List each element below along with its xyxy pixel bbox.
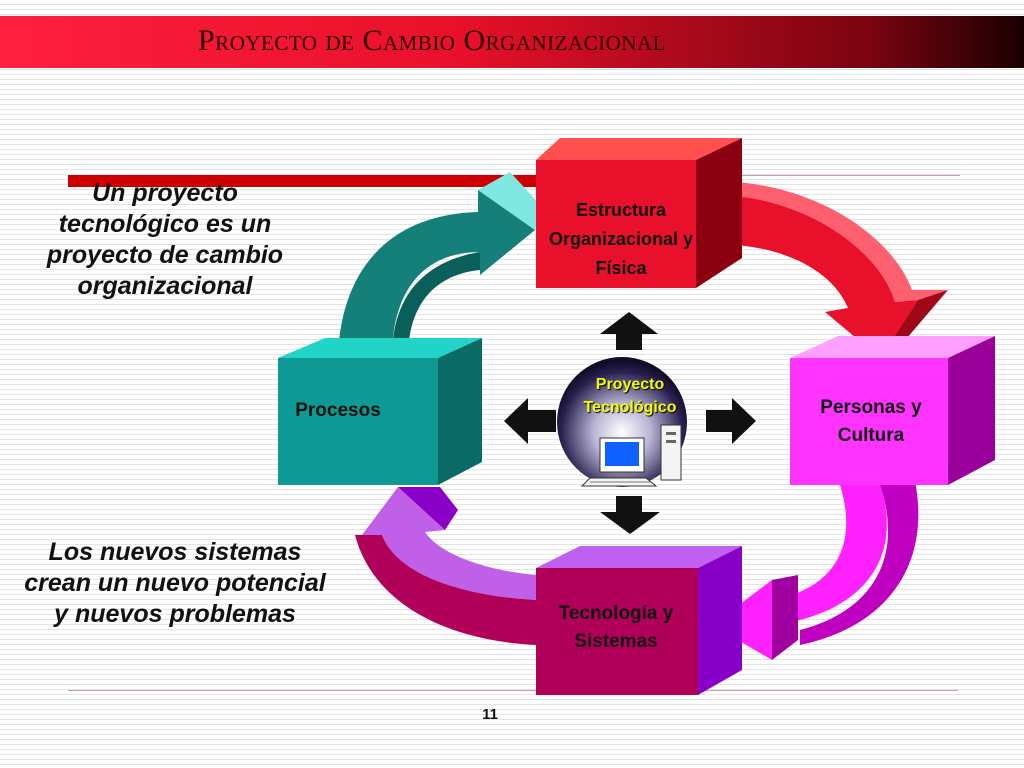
arrow-down-icon — [600, 496, 660, 534]
label-tecnologia: Tecnología y Sistemas — [558, 603, 674, 652]
label-estructura: Estructura Organizacional y Física — [548, 200, 694, 278]
thin-rule-top — [540, 175, 960, 176]
computer-icon — [580, 424, 682, 487]
left-text-bottom: Los nuevos sistemas crean un nuevo poten… — [24, 538, 326, 628]
title-bar — [0, 16, 1024, 68]
red-rule — [68, 175, 538, 187]
page-number: 11 — [482, 706, 498, 723]
slide-title: Proyecto de Cambio Organizacional — [198, 24, 666, 57]
arrow-up-icon — [600, 312, 658, 350]
left-text-top: Un proyecto tecnológico es un proyecto d… — [46, 179, 284, 300]
arrow-procesos-to-estructura — [338, 172, 545, 358]
arrow-tecnologia-to-procesos — [355, 487, 536, 645]
label-procesos: Procesos — [295, 400, 381, 421]
center-label: Proyecto Tecnológico — [583, 376, 677, 416]
arrow-left-icon — [504, 398, 556, 444]
box-procesos — [278, 338, 482, 485]
thin-rule-bottom — [68, 690, 958, 691]
box-personas — [790, 336, 995, 485]
label-personas: Personas y Cultura — [820, 397, 922, 446]
box-tecnologia — [536, 546, 742, 695]
arrow-personas-to-tecnologia — [712, 468, 919, 660]
box-estructura — [536, 138, 742, 288]
center-sphere — [557, 357, 687, 487]
arrow-right-icon — [706, 398, 756, 444]
